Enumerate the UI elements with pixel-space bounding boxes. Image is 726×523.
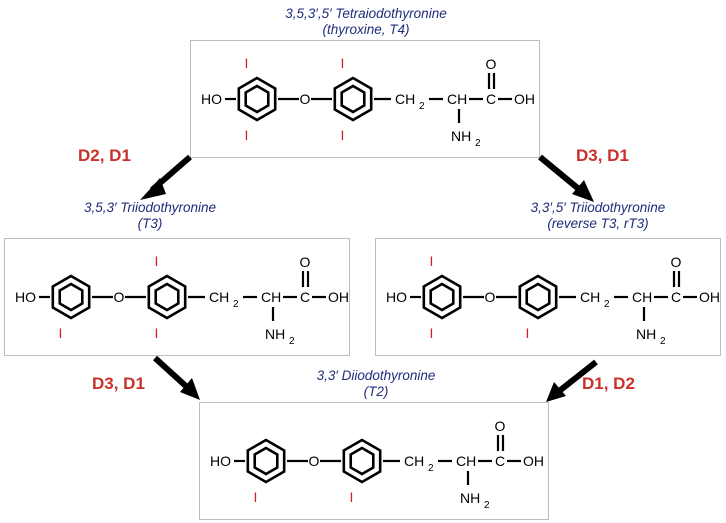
hydroxyl-label: HO bbox=[210, 453, 231, 469]
enzyme-label-t4-to-t3: D2, D1 bbox=[78, 146, 131, 165]
t2-name: 3,3′ Diiodothyronine bbox=[316, 368, 436, 383]
methylene-subscript: 2 bbox=[419, 101, 425, 112]
alpha-carbon-label: CH bbox=[447, 91, 467, 107]
iodine-label: I bbox=[254, 489, 258, 505]
amine-subscript: 2 bbox=[475, 138, 481, 149]
carbonyl-oxygen-label: O bbox=[486, 56, 497, 72]
ether-oxygen-label: O bbox=[309, 453, 320, 469]
inner-ring bbox=[333, 76, 373, 122]
carboxyl-hydroxyl-label: OH bbox=[699, 289, 720, 305]
carboxyl-carbon-label: C bbox=[486, 91, 496, 107]
enzyme-label-t3-to-t2: D3, D1 bbox=[92, 374, 145, 393]
methylene-label: CH bbox=[404, 453, 424, 469]
amine-label: NH bbox=[265, 326, 285, 342]
t3-name: 3,5,3′ Triiodothyronine bbox=[83, 200, 217, 215]
outer-ring bbox=[51, 274, 91, 320]
hydroxyl-label: HO bbox=[201, 91, 222, 107]
iodine-label: I bbox=[155, 253, 159, 269]
carbonyl-oxygen-label: O bbox=[495, 418, 506, 434]
methylene-label: CH bbox=[580, 289, 600, 305]
t3-caption: 3,5,3′ Triiodothyronine (T3) bbox=[30, 200, 270, 232]
carboxyl-hydroxyl-label: OH bbox=[514, 91, 535, 107]
carboxyl-carbon-label: C bbox=[671, 289, 681, 305]
inner-ring bbox=[342, 438, 382, 484]
methylene-subscript: 2 bbox=[428, 463, 434, 474]
amine-label: NH bbox=[451, 128, 471, 144]
outer-ring bbox=[246, 438, 286, 484]
iodine-label: I bbox=[430, 253, 434, 269]
methylene-label: CH bbox=[395, 91, 415, 107]
amine-label: NH bbox=[636, 326, 656, 342]
enzyme-label-rt3-to-t2: D1, D2 bbox=[582, 374, 635, 393]
hydroxyl-label: HO bbox=[386, 289, 407, 305]
iodine-label: I bbox=[526, 325, 530, 341]
rt3-caption: 3,3′,5′ Triiodothyronine (reverse T3, rT… bbox=[478, 200, 718, 232]
iodine-label: I bbox=[350, 489, 354, 505]
iodine-label: I bbox=[59, 325, 63, 341]
iodine-label: I bbox=[341, 55, 345, 71]
carboxyl-hydroxyl-label: OH bbox=[328, 289, 349, 305]
rt3-name: 3,3′,5′ Triiodothyronine bbox=[530, 200, 666, 215]
alpha-carbon-label: CH bbox=[261, 289, 281, 305]
t3-alias: (T3) bbox=[137, 216, 163, 231]
ether-oxygen-label: O bbox=[300, 91, 311, 107]
carbonyl-oxygen-label: O bbox=[300, 254, 311, 270]
arrow-rt3-to-t2 bbox=[546, 359, 598, 402]
arrow-t4-to-rt3 bbox=[538, 154, 594, 202]
arrow-t3-to-t2 bbox=[152, 355, 200, 400]
carboxyl-hydroxyl-label: OH bbox=[523, 453, 544, 469]
methylene-subscript: 2 bbox=[233, 299, 239, 310]
carbonyl-oxygen-label: O bbox=[671, 254, 682, 270]
methylene-subscript: 2 bbox=[604, 299, 610, 310]
iodine-label: I bbox=[155, 325, 159, 341]
iodine-label: I bbox=[341, 127, 345, 143]
hydroxyl-label: HO bbox=[15, 289, 36, 305]
t4-name: 3,5,3′,5′ Tetraiodothyronine bbox=[285, 6, 447, 21]
amine-subscript: 2 bbox=[289, 336, 295, 347]
alpha-carbon-label: CH bbox=[456, 453, 476, 469]
ether-oxygen-label: O bbox=[485, 289, 496, 305]
arrow-t4-to-t3 bbox=[140, 154, 192, 200]
outer-ring bbox=[237, 76, 277, 122]
amine-subscript: 2 bbox=[660, 336, 666, 347]
t4-alias: (thyroxine, T4) bbox=[322, 22, 410, 37]
amine-label: NH bbox=[460, 490, 480, 506]
t4-caption: 3,5,3′,5′ Tetraiodothyronine (thyroxine,… bbox=[236, 6, 496, 38]
methylene-label: CH bbox=[209, 289, 229, 305]
inner-ring bbox=[147, 274, 187, 320]
t2-alias: (T2) bbox=[363, 384, 389, 399]
amine-subscript: 2 bbox=[484, 500, 490, 511]
t2-caption: 3,3′ Diiodothyronine (T2) bbox=[256, 368, 496, 400]
iodine-label: I bbox=[245, 127, 249, 143]
iodine-label: I bbox=[430, 325, 434, 341]
rt3-alias: (reverse T3, rT3) bbox=[547, 216, 649, 231]
outer-ring bbox=[422, 274, 462, 320]
iodine-label: I bbox=[245, 55, 249, 71]
inner-ring bbox=[518, 274, 558, 320]
ether-oxygen-label: O bbox=[114, 289, 125, 305]
enzyme-label-t4-to-rt3: D3, D1 bbox=[576, 146, 629, 165]
carboxyl-carbon-label: C bbox=[300, 289, 310, 305]
alpha-carbon-label: CH bbox=[632, 289, 652, 305]
carboxyl-carbon-label: C bbox=[495, 453, 505, 469]
